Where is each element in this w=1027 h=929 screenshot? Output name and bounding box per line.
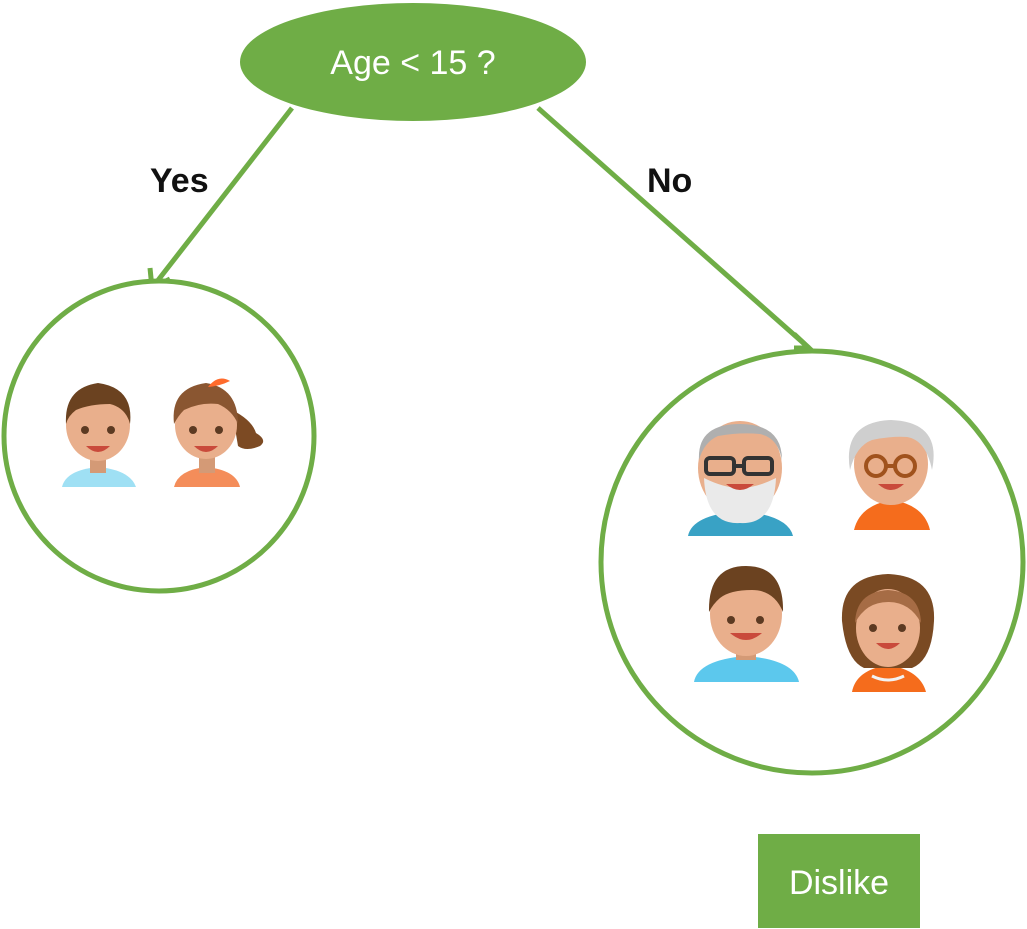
leaf-node-label: Dislike — [789, 864, 889, 902]
yes-child-node — [1, 278, 317, 594]
elder-woman-avatar-icon — [848, 420, 934, 530]
edges: Yes No — [147, 106, 816, 351]
elder-man-avatar-icon — [688, 421, 793, 536]
man-avatar-icon — [694, 566, 799, 682]
no-edge-label: No — [647, 162, 692, 200]
no-edge-line — [536, 106, 811, 350]
yes-edge-label: Yes — [150, 162, 209, 200]
leaf-node: Dislike — [758, 834, 920, 928]
root-node-label: Age < 15 ? — [330, 44, 495, 82]
boy-avatar-icon — [62, 383, 136, 487]
root-node: Age < 15 ? — [240, 3, 586, 121]
yes-edge-line — [150, 106, 294, 290]
woman-avatar-icon — [841, 574, 935, 692]
no-child-node — [598, 348, 1026, 776]
no-edge-arrowhead — [792, 332, 816, 351]
girl-avatar-icon — [173, 378, 264, 487]
